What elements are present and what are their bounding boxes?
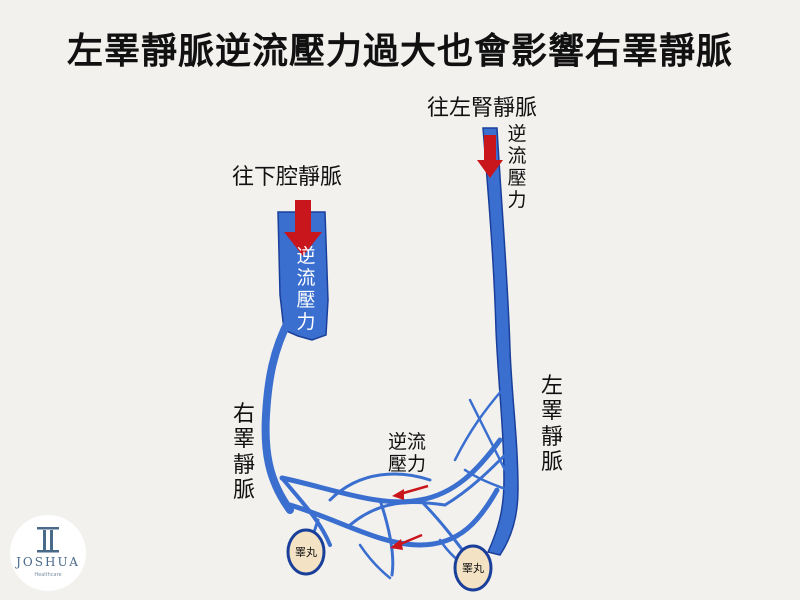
testis-label-left: 睪丸 [462,562,484,575]
page-title: 左睪靜脈逆流壓力過大也會影響右睪靜脈 [66,31,733,72]
left-testicular-vein [482,127,519,556]
ivc-vein-block [277,211,329,341]
logo-name: JOSHUA [16,555,80,569]
right-testicular-vein [261,314,294,514]
venous-plexus [279,388,510,580]
right-vein-label: 右睪靜脈 [232,402,255,503]
testis-right: 睪丸 [286,528,326,576]
red-arrow-icon [284,135,503,550]
left-vein-label: 左睪靜脈 [540,374,563,475]
pressure-label-left: 逆流壓力 [507,123,527,211]
testis-left: 睪丸 [453,544,493,592]
logo-sub: Healthcare [34,572,62,578]
pressure-label-mid: 逆流壓力 [388,431,427,475]
renal-vein-label: 往左腎靜脈 [427,96,538,121]
pressure-label-right: 逆流壓力 [296,245,316,333]
pillar-logo-icon [37,527,59,553]
joshua-logo: JOSHUA Healthcare [10,515,86,591]
testis-label-right: 睪丸 [295,546,317,559]
ivc-label: 往下腔靜脈 [232,165,343,190]
